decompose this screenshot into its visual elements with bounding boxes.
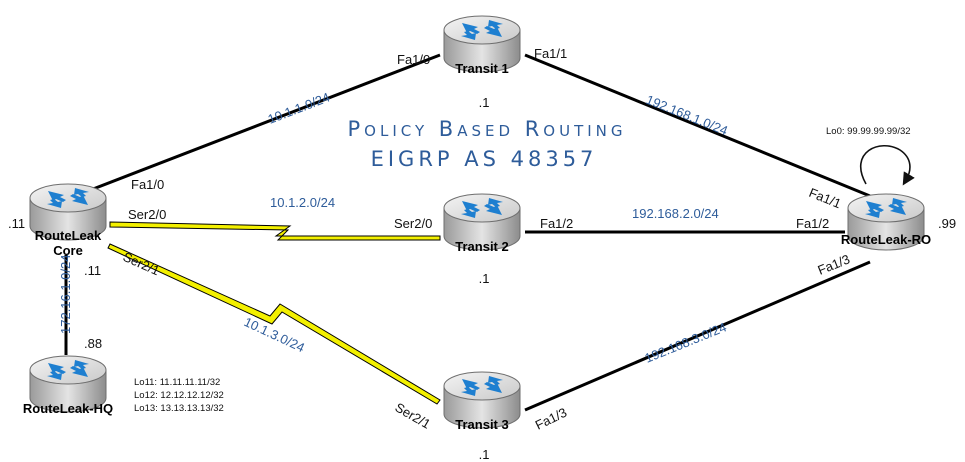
- iface-t1-fa11: Fa1/1: [534, 46, 567, 61]
- iface-core-fa10: Fa1/0: [131, 177, 164, 192]
- iface-t2-fa12: Fa1/2: [540, 216, 573, 231]
- hq-loopback-1: Lo11: 11.11.11.11/32: [134, 377, 220, 388]
- iface-ro-fa13: Fa1/3: [816, 251, 852, 277]
- router-name: Transit 2: [455, 239, 508, 254]
- title-line2: EIGRP AS 48357: [371, 147, 598, 171]
- router-name-line2: Core: [53, 243, 83, 258]
- iface-ro-fa11: Fa1/1: [807, 185, 843, 211]
- router-transit3[interactable]: Transit 3: [443, 371, 521, 432]
- loop-arrow-icon: [859, 145, 915, 186]
- serial-link-core-transit2: [109, 221, 441, 241]
- link-transit3-ro: [524, 260, 871, 412]
- iface-t1-fa10: Fa1/0: [397, 52, 430, 67]
- iface-ro-fa12: Fa1/2: [796, 216, 829, 231]
- core-host-down: .11: [84, 263, 101, 278]
- net-192-168-3: 192.168.3.0/24: [643, 319, 729, 365]
- router-transit2[interactable]: Transit 2: [443, 193, 521, 254]
- iface-t3-ser21: Ser2/1: [393, 400, 434, 432]
- net-10-1-1: 10.1.1.0/24: [266, 89, 332, 126]
- hq-host: .88: [84, 336, 102, 351]
- router-transit1[interactable]: Transit 1: [443, 15, 521, 76]
- net-192-168-1: 192.168.1.0/24: [644, 92, 730, 138]
- router-hq[interactable]: RouteLeak-HQ: [23, 355, 113, 416]
- transit1-host: .1: [479, 95, 490, 110]
- iface-t3-fa13: Fa1/3: [533, 405, 569, 433]
- router-name: RouteLeak-RO: [841, 232, 931, 247]
- router-core[interactable]: RouteLeak Core: [29, 183, 107, 258]
- transit3-host: .1: [479, 447, 490, 462]
- ro-loopback: Lo0: 99.99.99.99/32: [826, 126, 911, 137]
- transit2-host: .1: [479, 271, 490, 286]
- link-transit1-ro: [524, 53, 871, 198]
- net-192-168-2: 192.168.2.0/24: [632, 206, 719, 221]
- core-host-left: .11: [8, 216, 25, 231]
- iface-core-ser21: Ser2/1: [121, 249, 162, 278]
- router-name: Transit 1: [455, 61, 508, 76]
- router-name-line1: RouteLeak: [35, 228, 102, 243]
- title-line1: Policy Based Routing: [348, 117, 627, 141]
- router-name: Transit 3: [455, 417, 508, 432]
- hq-loopback-2: Lo12: 12.12.12.12/32: [134, 390, 224, 401]
- link-core-transit1: [74, 53, 441, 198]
- hq-loopback-3: Lo13: 13.13.13.13/32: [134, 403, 224, 414]
- iface-t2-ser20: Ser2/0: [394, 216, 432, 231]
- net-10-1-2: 10.1.2.0/24: [270, 195, 335, 210]
- iface-core-ser20: Ser2/0: [128, 207, 166, 222]
- router-name: RouteLeak-HQ: [23, 401, 113, 416]
- router-ro[interactable]: RouteLeak-RO: [841, 193, 931, 251]
- ro-host: .99: [938, 216, 956, 231]
- serial-link-core-transit3: [107, 243, 441, 405]
- net-172-16-1: 172.16.1.0/24: [58, 254, 73, 334]
